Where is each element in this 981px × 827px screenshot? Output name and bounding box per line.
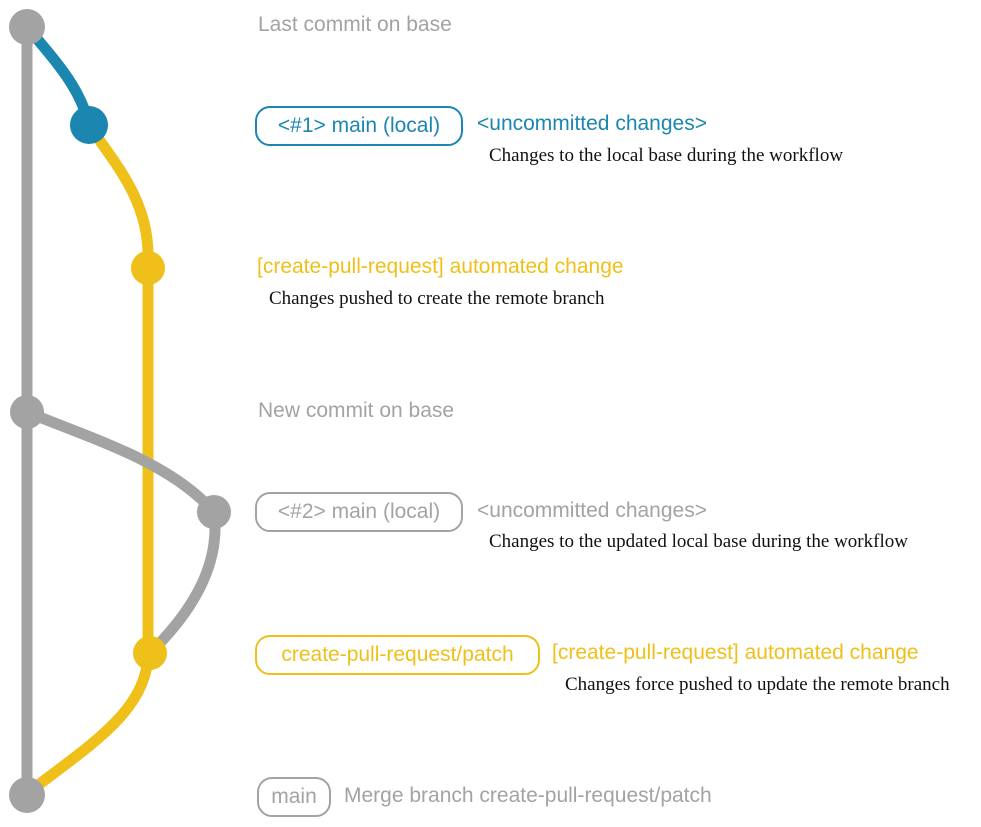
commit-node-new-base xyxy=(10,395,44,429)
create-pull-request-patch-badge: create-pull-request/patch xyxy=(255,635,540,675)
git-graph xyxy=(9,9,231,813)
commit-node-last-base xyxy=(9,9,45,45)
merge-branch-label: Merge branch create-pull-request/patch xyxy=(344,784,712,807)
new-commit-on-base-label: New commit on base xyxy=(258,399,455,422)
base-to-main-local-2-line xyxy=(21,406,220,518)
automated-change-force-push-label: [create-pull-request] automated change xyxy=(552,641,919,664)
commit-node-automated-change-push xyxy=(131,251,165,285)
automated-change-push-label: [create-pull-request] automated change xyxy=(257,255,624,278)
automated-change-push-description: Changes pushed to create the remote bran… xyxy=(269,288,605,309)
main-local-2-to-patch-line xyxy=(144,506,221,659)
commit-node-main-local-1 xyxy=(70,106,108,144)
uncommitted-changes-1-label: <uncommitted changes> xyxy=(477,112,707,135)
automated-change-force-push-description: Changes force pushed to update the remot… xyxy=(565,674,950,695)
commit-node-merge xyxy=(9,777,45,813)
last-commit-on-base-label: Last commit on base xyxy=(258,13,452,36)
uncommitted-changes-2-label: <uncommitted changes> xyxy=(477,499,707,522)
uncommitted-changes-1-description: Changes to the local base during the wor… xyxy=(489,145,844,166)
commit-node-main-local-2 xyxy=(197,495,231,529)
main-local-1-badge: <#1> main (local) xyxy=(255,106,463,146)
main-badge: main xyxy=(257,777,331,817)
main-local-2-badge: <#2> main (local) xyxy=(255,492,463,532)
uncommitted-changes-2-description: Changes to the updated local base during… xyxy=(489,531,908,552)
commit-node-automated-change-force-push xyxy=(133,636,167,670)
